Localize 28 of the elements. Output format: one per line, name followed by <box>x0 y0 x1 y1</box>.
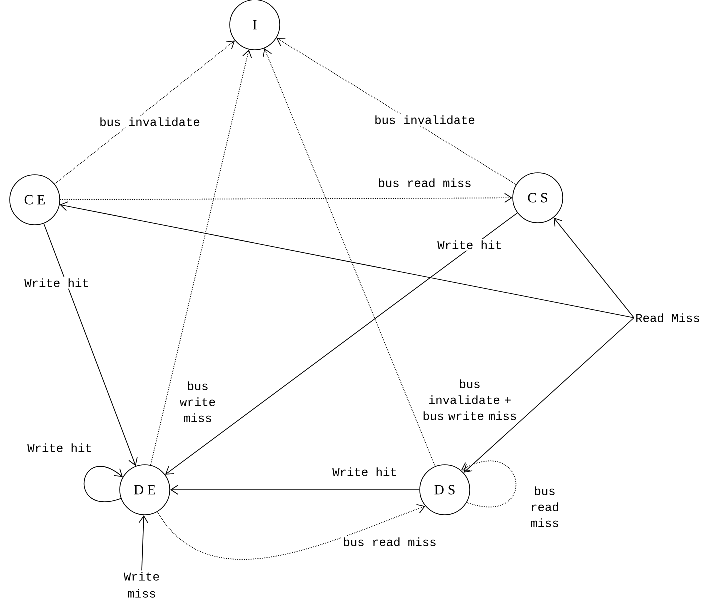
state-label: Write miss <box>124 572 160 598</box>
edge-label: bus invalidate + bus write miss <box>421 378 519 422</box>
arrow <box>84 466 123 502</box>
arrow <box>262 48 436 467</box>
arrow <box>165 212 518 475</box>
edge-label: bus read miss <box>342 536 438 548</box>
arrow <box>44 223 138 466</box>
edge-label: bus invalidate <box>98 116 202 128</box>
arrow <box>461 460 516 508</box>
arrow <box>60 202 635 318</box>
arrow <box>150 50 252 466</box>
edge-label: Write hit <box>23 277 91 289</box>
arrow <box>464 318 635 473</box>
arrow <box>554 218 635 318</box>
edge-label: Write hit <box>26 442 94 454</box>
edge-label: bus invalidate <box>373 114 477 126</box>
edge-label: bus read miss <box>522 485 568 529</box>
edge-label: Write hit <box>436 239 504 251</box>
state-label: Read Miss <box>636 314 700 322</box>
edge-label: Write hit <box>331 466 399 478</box>
arrow <box>54 40 236 185</box>
arrow <box>276 38 517 186</box>
edge-label: bus write miss <box>176 380 220 424</box>
arrow <box>60 193 513 204</box>
edge-label: bus read miss <box>376 177 474 189</box>
arrow <box>157 504 426 560</box>
arrow <box>138 515 149 572</box>
arrow <box>170 485 420 495</box>
